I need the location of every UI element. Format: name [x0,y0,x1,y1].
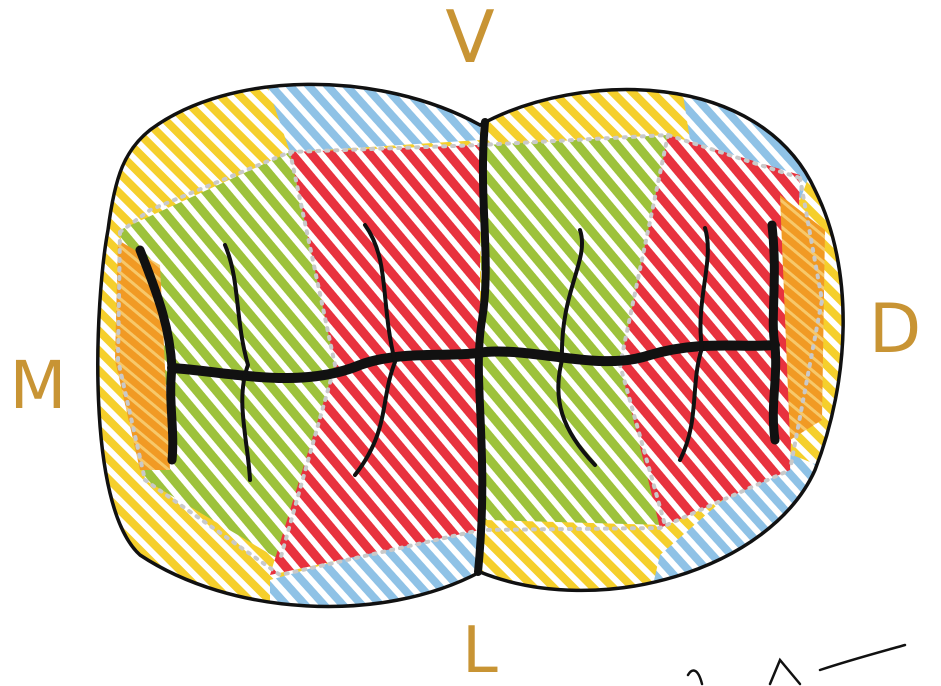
distal-marginal-fissure [772,225,776,440]
label-left: M [10,347,67,424]
label-right: D [869,290,921,369]
label-top: V [445,0,494,79]
pen-marks [688,645,905,684]
label-bottom: L [462,614,498,686]
